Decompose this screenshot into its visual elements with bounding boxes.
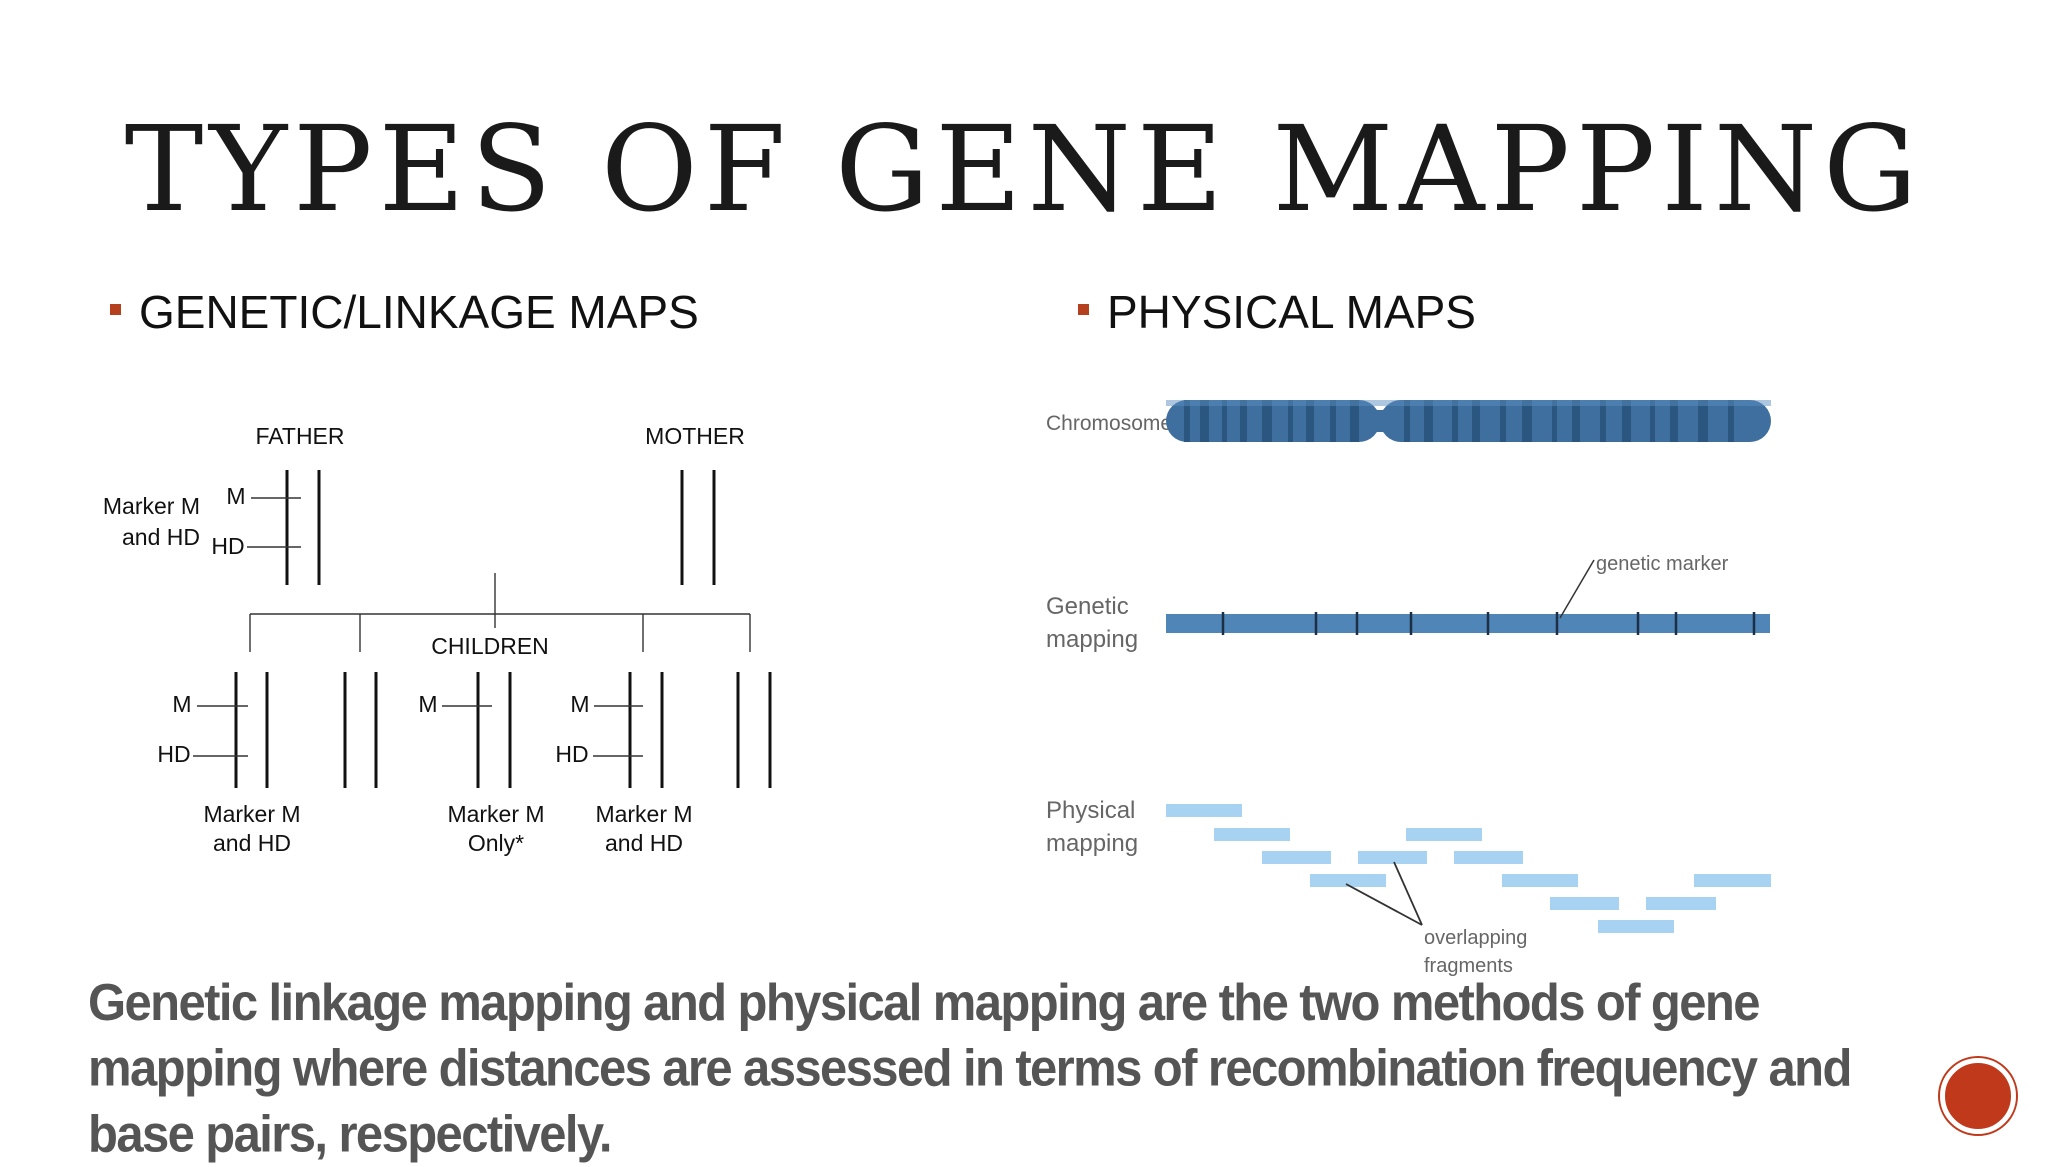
physical-mapping-label-2: mapping <box>1046 830 1138 857</box>
child1-caption-1: Marker M <box>203 801 300 827</box>
slide-caption: Genetic linkage mapping and physical map… <box>88 970 1868 1167</box>
overlapping-fragments-label-1: overlapping <box>1424 927 1527 949</box>
father-marker-label-1: Marker M <box>103 493 200 519</box>
child3-hd-label: HD <box>555 741 588 767</box>
child2-caption-1: Marker M <box>447 801 544 827</box>
child3-caption-2: and HD <box>605 830 683 856</box>
child1-hd-label: HD <box>157 741 190 767</box>
child3-m-label: M <box>570 691 589 717</box>
genetic-marker-label: genetic marker <box>1596 553 1729 575</box>
father-m-label: M <box>226 483 245 509</box>
child1-caption-2: and HD <box>213 830 291 856</box>
genetic-mapping-label-2: mapping <box>1046 626 1138 653</box>
linkage-diagram: FATHER MOTHER Marker M and HD M HD CHILD… <box>103 423 770 856</box>
father-hd-label: HD <box>211 533 244 559</box>
child2-m-label: M <box>418 691 437 717</box>
genetic-marker-pointer <box>1560 560 1594 618</box>
physical-mapping-label-1: Physical <box>1046 797 1135 824</box>
slide-nav-button[interactable] <box>1940 1058 2016 1134</box>
physical-fragments <box>1166 804 1771 933</box>
genetic-mapping-label-1: Genetic <box>1046 593 1129 620</box>
chromosome-bar <box>1166 400 1771 442</box>
father-marker-label-2: and HD <box>122 524 200 550</box>
father-label: FATHER <box>255 423 344 449</box>
children-label: CHILDREN <box>431 633 549 659</box>
physical-diagram: Chromosome Genetic mapping Physical mapp… <box>1046 400 1771 977</box>
overlap-pointers <box>1346 862 1422 925</box>
child1-m-label: M <box>172 691 191 717</box>
chromosome-label: Chromosome <box>1046 412 1172 435</box>
child2-caption-2: Only* <box>468 830 524 856</box>
child3-caption-1: Marker M <box>595 801 692 827</box>
mother-label: MOTHER <box>645 423 745 449</box>
